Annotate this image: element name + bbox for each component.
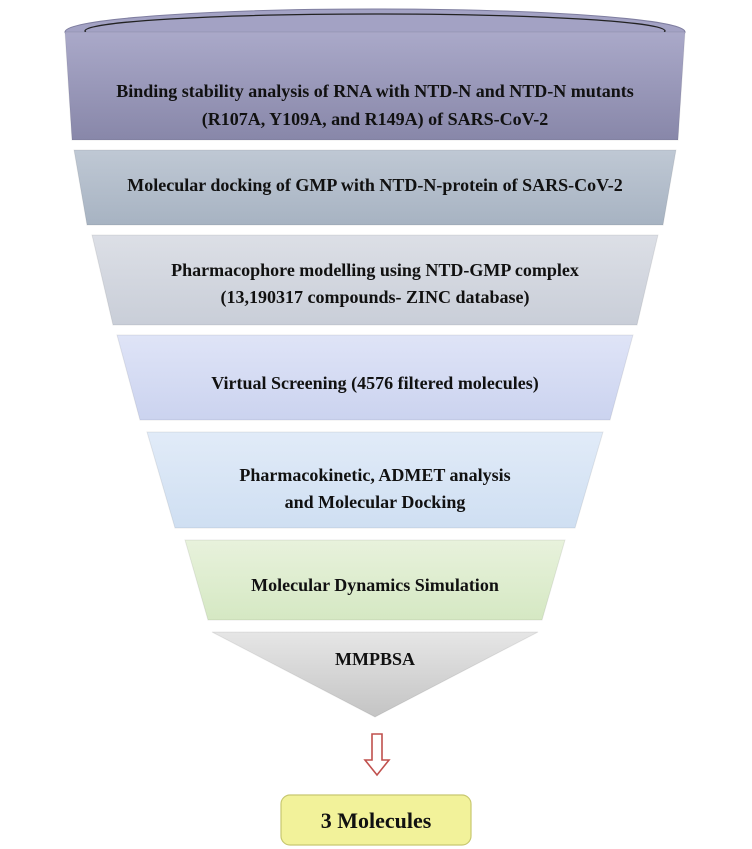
stage-3-label-line-1: Pharmacophore modelling using NTD-GMP co… bbox=[171, 260, 579, 280]
funnel-stage-6 bbox=[184, 539, 566, 621]
result-label: 3 Molecules bbox=[321, 808, 432, 833]
funnel-stage-4 bbox=[116, 334, 634, 421]
funnel-stage-2 bbox=[73, 149, 677, 226]
funnel-stages bbox=[64, 31, 686, 718]
stage-7-label-line-1: MMPBSA bbox=[335, 649, 415, 669]
result-box bbox=[280, 794, 472, 846]
stage-2-label-line-1: Molecular docking of GMP with NTD-N-prot… bbox=[127, 175, 622, 195]
stage-6-label-line-1: Molecular Dynamics Simulation bbox=[251, 575, 499, 595]
funnel-stage-3 bbox=[91, 234, 659, 326]
stage-1-label-line-2: (R107A, Y109A, and R149A) of SARS-CoV-2 bbox=[202, 109, 549, 130]
funnel-stage-1 bbox=[64, 31, 686, 141]
stage-5-label-line-1: Pharmacokinetic, ADMET analysis bbox=[239, 465, 510, 485]
funnel-stage-5 bbox=[146, 431, 604, 529]
funnel-stage-7 bbox=[211, 631, 539, 718]
stage-4-label-line-1: Virtual Screening (4576 filtered molecul… bbox=[211, 373, 539, 394]
down-arrow-icon bbox=[363, 733, 391, 777]
stage-5-label-line-2: and Molecular Docking bbox=[285, 492, 466, 512]
stage-3-label-line-2: (13,190317 compounds- ZINC database) bbox=[220, 287, 529, 308]
stage-1-label-line-1: Binding stability analysis of RNA with N… bbox=[116, 81, 634, 101]
funnel-stage-labels: Binding stability analysis of RNA with N… bbox=[116, 81, 634, 669]
